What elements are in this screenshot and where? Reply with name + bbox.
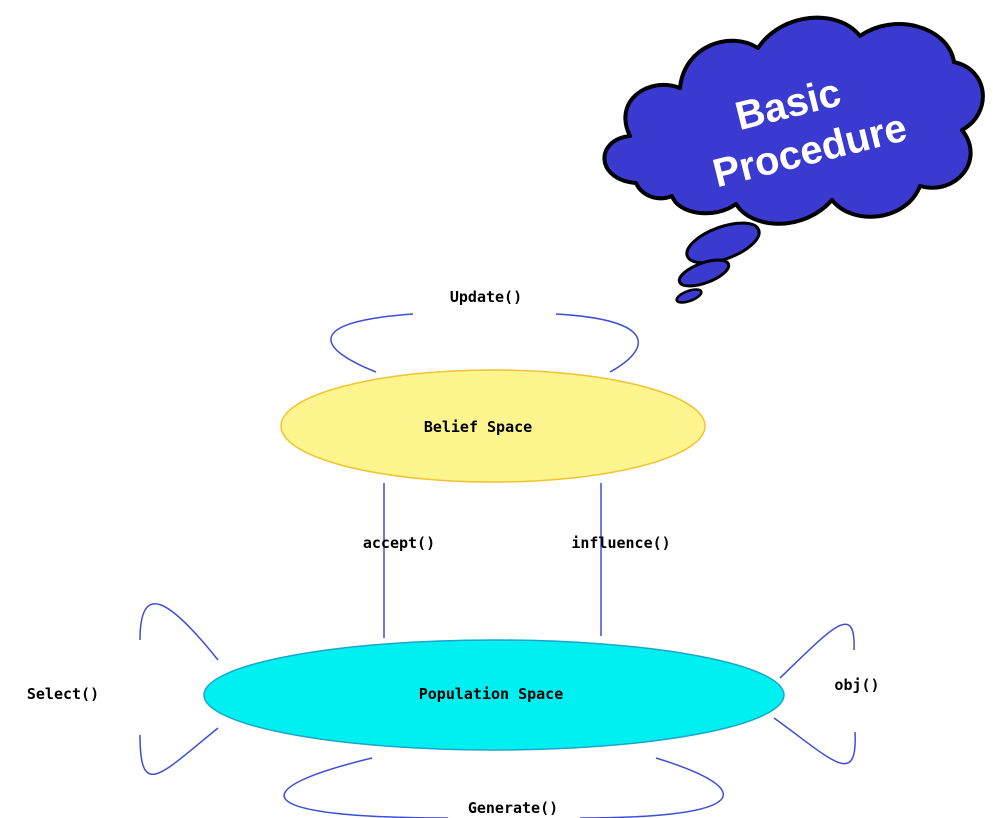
select-loop-bottom-arc (139, 727, 219, 776)
generate-loop-left-arc (283, 757, 449, 818)
callout-dot-large (685, 221, 761, 265)
callout-cloud (602, 15, 985, 226)
generate-loop-right-arc (579, 757, 724, 818)
select-label: Select() (27, 685, 99, 703)
update-loop-left-arc (330, 313, 414, 373)
obj-loop-top-arc (779, 623, 855, 679)
influence-label: influence() (571, 534, 670, 552)
callout-dot-medium (677, 258, 731, 288)
obj-loop-bottom-arc (773, 717, 856, 765)
belief-space-label: Belief Space (424, 418, 532, 436)
thought-bubble-callout: Basic Procedure (602, 15, 985, 304)
belief-population-links: accept() influence() (363, 483, 671, 638)
belief-space-ellipse (280, 369, 706, 483)
callout-dot-small (675, 288, 703, 304)
accept-label: accept() (363, 534, 435, 552)
population-space-label: Population Space (419, 685, 564, 703)
generate-label: Generate() (468, 799, 558, 817)
obj-loop: obj() (773, 623, 880, 765)
obj-label: obj() (834, 676, 879, 694)
belief-space-node: Belief Space (280, 369, 706, 483)
update-loop-right-arc (555, 313, 640, 373)
generate-loop: Generate() (283, 757, 724, 818)
population-space-ellipse (203, 639, 785, 751)
select-loop: Select() (27, 603, 219, 776)
select-loop-top-arc (139, 603, 219, 661)
update-loop: Update() (330, 288, 640, 373)
population-space-node: Population Space (203, 639, 785, 751)
update-label: Update() (450, 288, 522, 306)
